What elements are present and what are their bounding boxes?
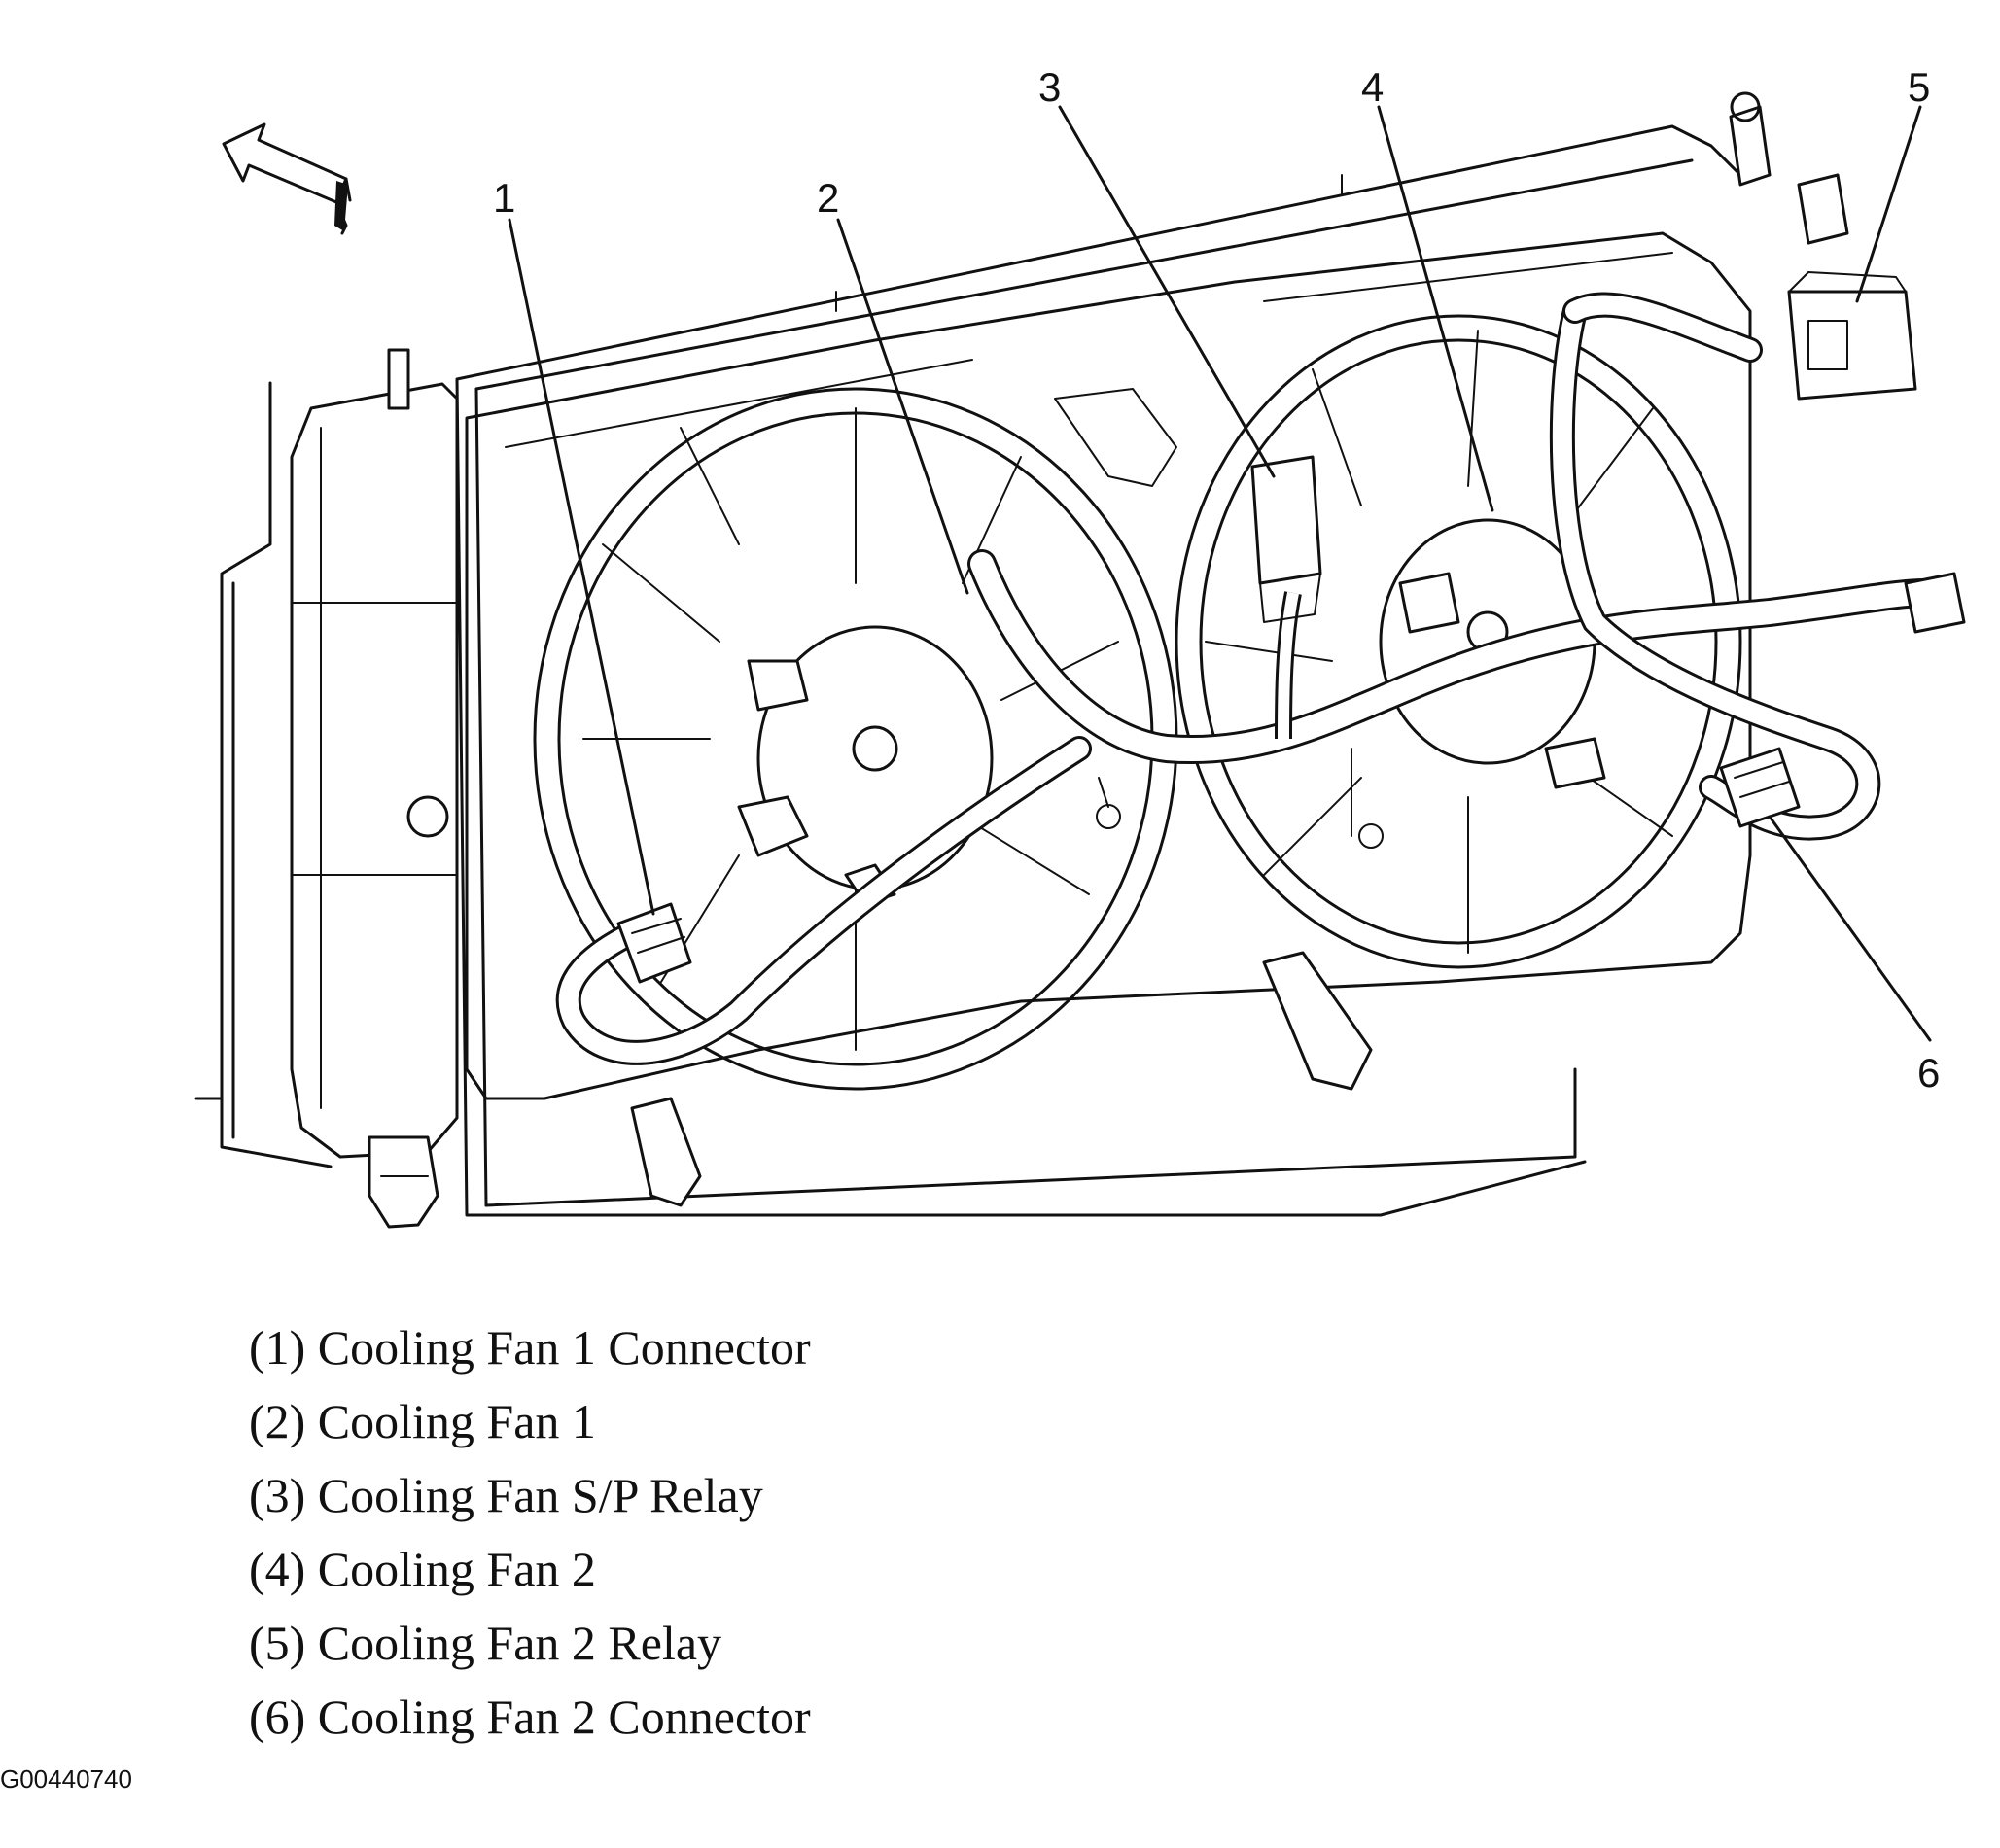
callout-4: 4	[1361, 64, 1384, 110]
fan-shroud	[465, 231, 1752, 1100]
leader-2	[836, 218, 969, 595]
legend-item: (4) Cooling Fan 2	[249, 1542, 596, 1596]
callout-3: 3	[1038, 64, 1061, 110]
radiator	[455, 124, 1742, 1217]
legend-item: (3) Cooling Fan S/P Relay	[249, 1468, 763, 1522]
cooling-fan-2	[1175, 314, 1742, 969]
leader-4	[1377, 105, 1494, 512]
legend-item: (1) Cooling Fan 1 Connector	[249, 1320, 811, 1375]
callout-5: 5	[1908, 64, 1930, 110]
harness-end-connector	[1904, 572, 1966, 634]
leader-5	[1855, 105, 1922, 303]
leader-1	[508, 218, 655, 916]
leader-lines	[508, 105, 1932, 1042]
direction-arrow-icon	[222, 122, 352, 235]
legend-item: (5) Cooling Fan 2 Relay	[249, 1616, 722, 1670]
parts-legend: (1) Cooling Fan 1 Connector (2) Cooling …	[249, 1310, 811, 1754]
left-bracket	[194, 381, 333, 1168]
cooling-fan-2-relay	[1787, 271, 1917, 401]
figure-id: G00440740	[0, 1764, 132, 1794]
cooling-fan-sp-relay	[1250, 455, 1322, 623]
callout-2: 2	[817, 175, 839, 221]
coolant-tank	[290, 348, 459, 1229]
leader-3	[1058, 105, 1276, 478]
callout-6: 6	[1917, 1050, 1940, 1096]
outlet-pipes	[630, 91, 1849, 1207]
leader-6	[1768, 815, 1932, 1042]
legend-item: (2) Cooling Fan 1	[249, 1394, 596, 1448]
legend-item: (6) Cooling Fan 2 Connector	[249, 1690, 811, 1744]
cooling-fan-2-connector	[1719, 747, 1801, 828]
wiring-harness	[555, 292, 1940, 1065]
callout-1: 1	[493, 175, 515, 221]
